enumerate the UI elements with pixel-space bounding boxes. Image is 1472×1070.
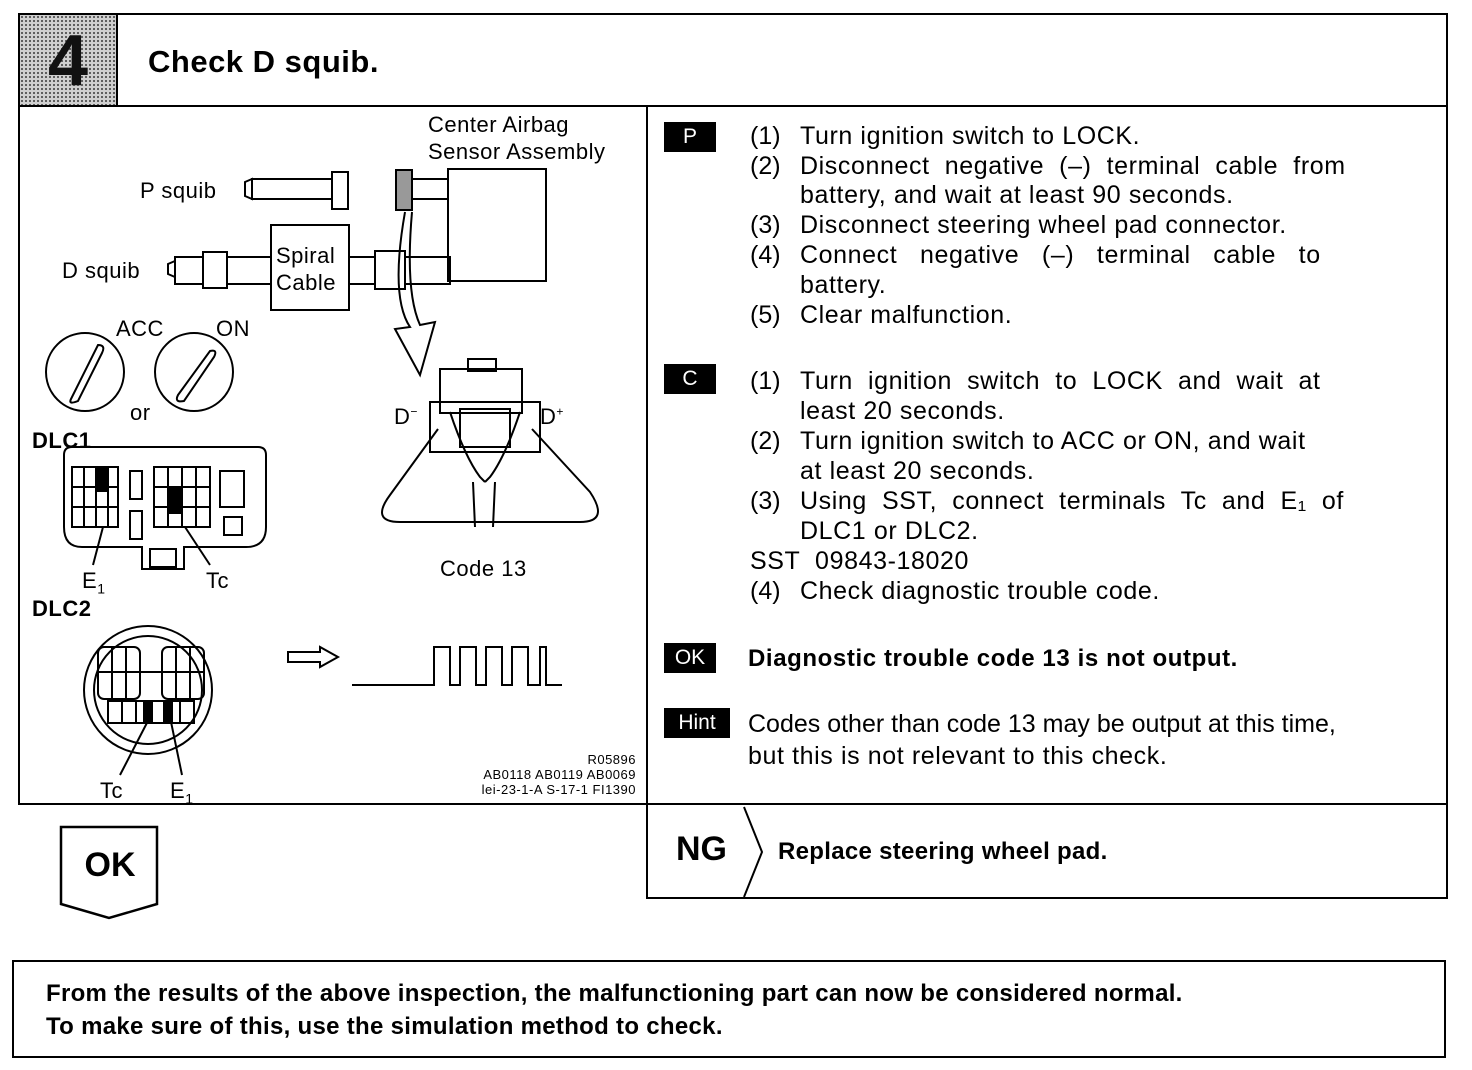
code-13-label: Code 13 bbox=[440, 556, 527, 581]
ng-box bbox=[646, 803, 1448, 899]
step-text: Disconnect steering wheel pad connector. bbox=[800, 211, 1287, 239]
spiral-cable-label: Spiral bbox=[276, 243, 336, 268]
step-text-cont: at least 20 seconds. bbox=[800, 457, 1035, 485]
step-text-cont: battery, and wait at least 90 seconds. bbox=[800, 181, 1234, 209]
step-num: (3) bbox=[750, 487, 781, 515]
step-text: Turn ignition switch to ACC or ON, and w… bbox=[800, 427, 1306, 455]
step-text: Check diagnostic trouble code. bbox=[800, 577, 1160, 605]
sst-number: SST 09843-18020 bbox=[750, 547, 970, 575]
ok-arrow-box bbox=[59, 825, 159, 920]
p-squib-label: P squib bbox=[140, 178, 217, 203]
tc-label-dlc1: Tc bbox=[206, 568, 229, 593]
step-text-cont: DLC1 or DLC2. bbox=[800, 517, 979, 545]
step-text: Turn ignition switch to LOCK. bbox=[800, 122, 1141, 150]
spiral-cable-label-line2: Cable bbox=[276, 270, 336, 295]
or-label: or bbox=[130, 400, 151, 425]
center-airbag-label-line2: Sensor Assembly bbox=[428, 139, 606, 164]
footer-line: To make sure of this, use the simulation… bbox=[46, 1013, 723, 1040]
ok-tag: OK bbox=[664, 643, 716, 673]
center-airbag-label: Center Airbag bbox=[428, 112, 570, 137]
hint-text-line2: but this is not relevant to this check. bbox=[748, 742, 1168, 770]
footer-line: From the results of the above inspection… bbox=[46, 980, 1183, 1007]
c-tag: C bbox=[664, 364, 716, 394]
step-num: (2) bbox=[750, 427, 781, 455]
step-text: Connect negative (–) terminal cable to bbox=[800, 241, 1321, 269]
divider bbox=[646, 105, 648, 805]
dlc1-label: DLC1 bbox=[32, 428, 92, 453]
d-squib-label: D squib bbox=[62, 258, 141, 283]
figure-ref: lei-23-1-A S-17-1 FI1390 bbox=[481, 782, 636, 797]
step-text: Clear malfunction. bbox=[800, 301, 1013, 329]
step-num: (5) bbox=[750, 301, 781, 329]
step-text: Disconnect negative (–) terminal cable f… bbox=[800, 152, 1346, 180]
step-num: (3) bbox=[750, 211, 781, 239]
tc-label-dlc2: Tc bbox=[100, 778, 123, 803]
on-label: ON bbox=[216, 316, 250, 341]
ng-label: NG bbox=[676, 830, 727, 868]
step-title: Check D squib. bbox=[148, 44, 379, 79]
step-text: Turn ignition switch to LOCK and wait at bbox=[800, 367, 1321, 395]
ng-divider bbox=[743, 806, 764, 898]
step-text: Using SST, connect terminals Tc and E₁ o… bbox=[800, 487, 1344, 515]
step-number: 4 bbox=[47, 21, 89, 101]
step-num: (2) bbox=[750, 152, 781, 180]
wiring-diagram bbox=[45, 168, 599, 776]
ng-action-text: Replace steering wheel pad. bbox=[778, 838, 1108, 865]
divider bbox=[18, 105, 1448, 107]
ok-result-text: Diagnostic trouble code 13 is not output… bbox=[748, 645, 1238, 672]
step-frame bbox=[18, 13, 1448, 805]
acc-label: ACC bbox=[116, 316, 164, 341]
step-text-cont: least 20 seconds. bbox=[800, 397, 1005, 425]
e1-label-dlc2: E1 bbox=[170, 778, 194, 807]
step-num: (1) bbox=[750, 122, 781, 150]
step-num: (1) bbox=[750, 367, 781, 395]
d-minus-label: D− bbox=[394, 404, 418, 429]
figure-ref: AB0118 AB0119 AB0069 bbox=[483, 767, 636, 782]
step-number-box bbox=[20, 15, 118, 105]
footer-box bbox=[12, 960, 1446, 1058]
figure-ref: R05896 bbox=[587, 752, 636, 767]
ok-arrow-label: OK bbox=[84, 846, 136, 884]
step-num: (4) bbox=[750, 577, 781, 605]
hint-text: Codes other than code 13 may be output a… bbox=[748, 710, 1336, 738]
step-num: (4) bbox=[750, 241, 781, 269]
dlc2-label: DLC2 bbox=[32, 596, 92, 621]
d-plus-label: D+ bbox=[540, 404, 564, 429]
step-text-cont: battery. bbox=[800, 271, 887, 299]
p-tag: P bbox=[664, 122, 716, 152]
hint-tag: Hint bbox=[664, 708, 730, 738]
e1-label-dlc1: E1 bbox=[82, 568, 106, 597]
